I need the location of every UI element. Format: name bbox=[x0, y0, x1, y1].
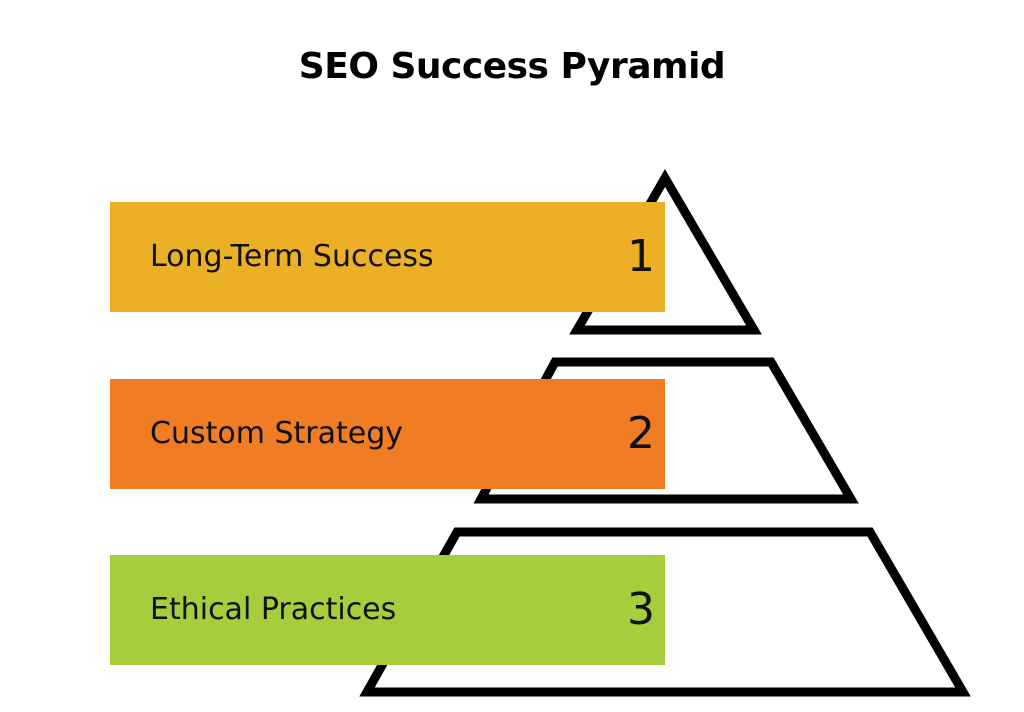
tier-number: 1 bbox=[627, 231, 655, 282]
tier-bar-3: Ethical Practices 3 bbox=[110, 555, 665, 665]
tier-bar-1: Long-Term Success 1 bbox=[110, 202, 665, 312]
tier-label: Custom Strategy bbox=[150, 416, 404, 451]
tier-label: Ethical Practices bbox=[150, 592, 397, 627]
tier-number: 3 bbox=[627, 584, 655, 635]
tier-label: Long-Term Success bbox=[150, 239, 434, 274]
tier-bar-2: Custom Strategy 2 bbox=[110, 379, 665, 489]
diagram-title: SEO Success Pyramid bbox=[298, 46, 726, 87]
tier-number: 2 bbox=[627, 408, 655, 459]
